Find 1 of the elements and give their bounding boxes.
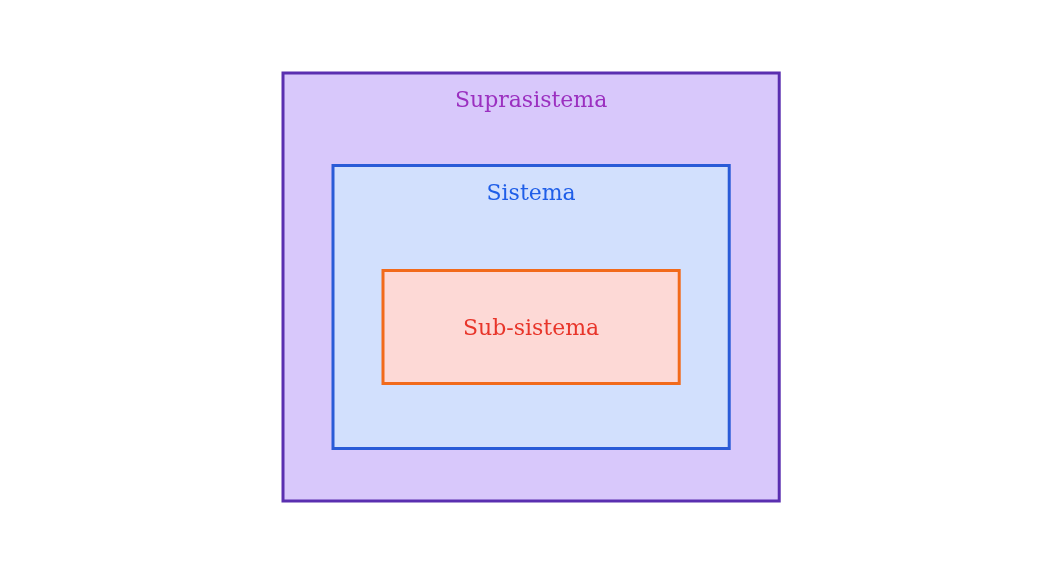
node-box: Sub-sistema	[381, 269, 682, 385]
